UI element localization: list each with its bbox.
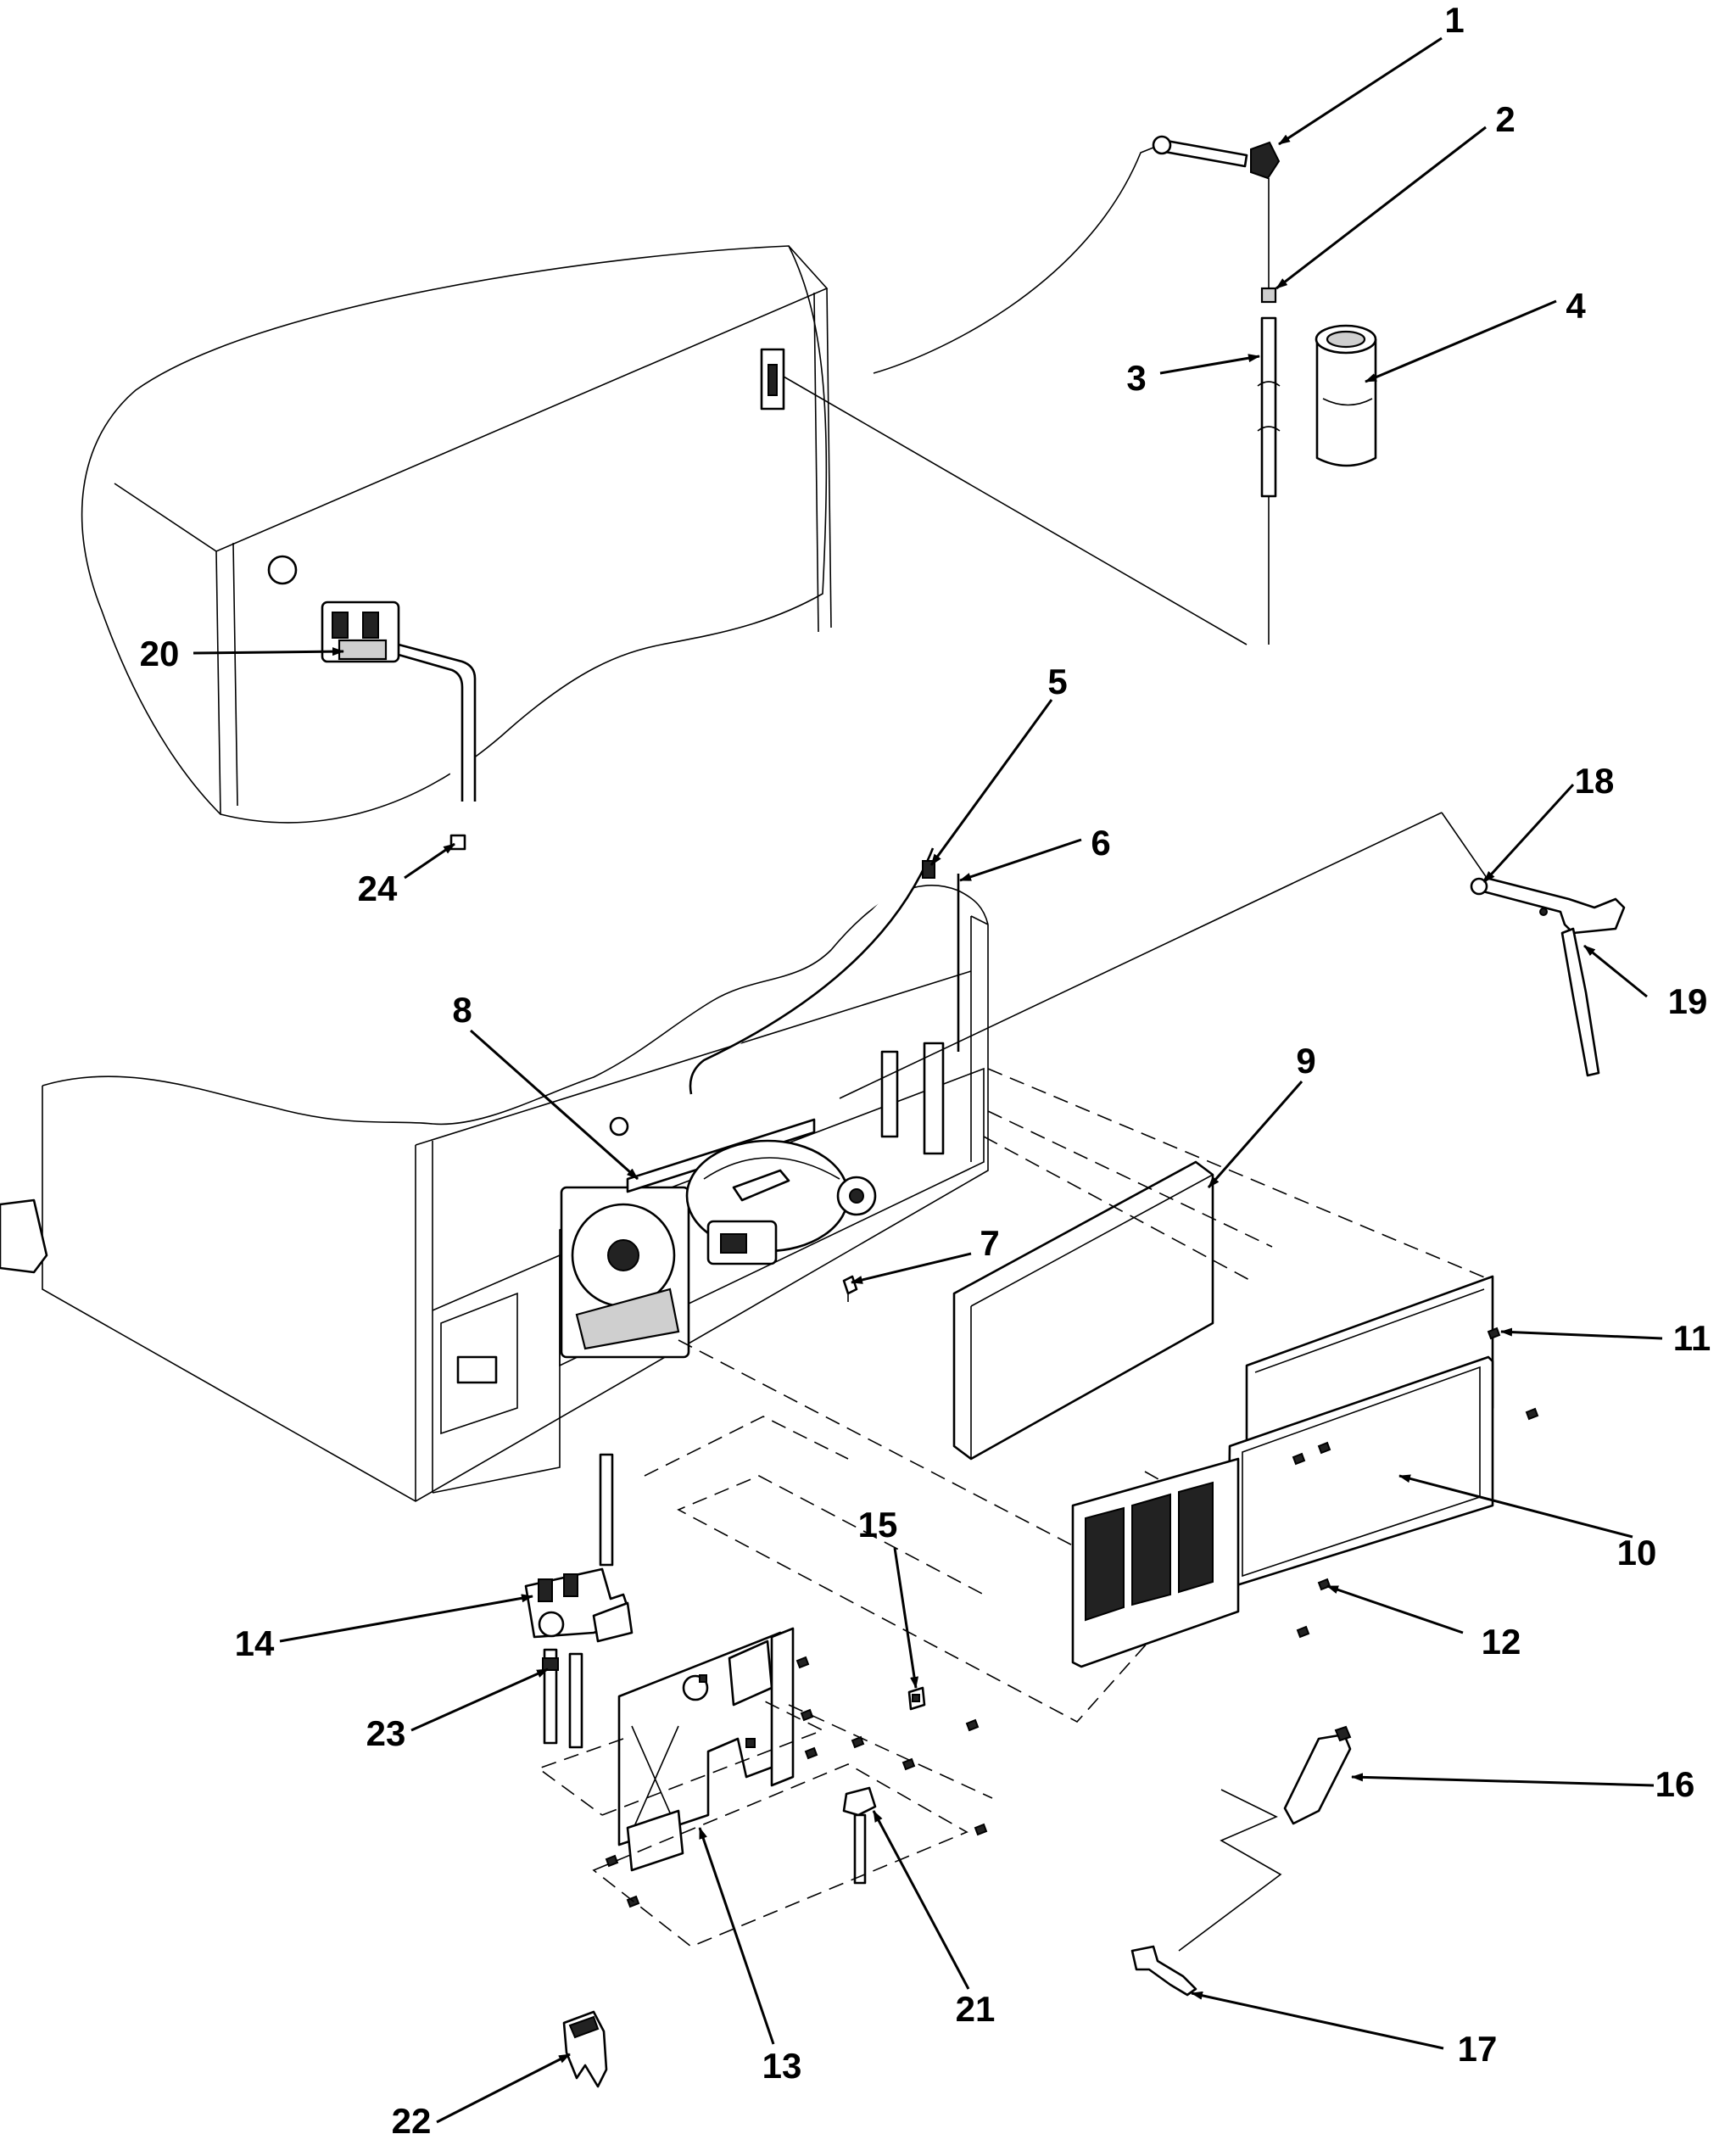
part-2-nut [1260, 287, 1277, 304]
grille [1071, 1457, 1240, 1668]
leader-15 [893, 1547, 918, 1689]
bracket-guide-lines [537, 1700, 993, 1947]
part-24-clip [449, 834, 466, 851]
fill-line-leader [873, 143, 1163, 374]
part-14-water-valve [524, 1567, 634, 1643]
leader-18 [1482, 783, 1575, 884]
part-23-tubes [542, 1648, 583, 1749]
upper-cabinet-corner-edge [215, 550, 221, 815]
upper-cabinet-cutaway-outline [81, 245, 828, 824]
callout-10: 10 [1617, 1533, 1657, 1573]
water-inlet-tube [599, 1453, 614, 1567]
callout-16: 16 [1655, 1764, 1695, 1804]
part-10-rear-panel [1226, 1275, 1494, 1588]
leader-6 [959, 838, 1082, 882]
leader-12 [1326, 1584, 1464, 1634]
leader-23 [410, 1668, 549, 1732]
leader-13 [698, 1827, 775, 2045]
callout-15: 15 [858, 1505, 898, 1545]
part-22-drain-trough [562, 2010, 608, 2088]
screws [1292, 1327, 1539, 1639]
part-18-connector [1478, 876, 1626, 935]
callout-19: 19 [1668, 981, 1708, 1021]
upper-cabinet [81, 245, 832, 824]
cabinet-hole [267, 555, 298, 585]
compressor [685, 1139, 850, 1265]
leader-19 [1583, 944, 1648, 998]
callout-14: 14 [235, 1623, 275, 1663]
callout-8: 8 [452, 990, 472, 1030]
callout-23: 23 [366, 1713, 406, 1753]
callout-12: 12 [1482, 1622, 1521, 1662]
machine-compartment [559, 1067, 985, 1367]
callout-3: 3 [1126, 358, 1146, 398]
part-21-thermostat [842, 1786, 877, 1885]
part-16-heater [1283, 1733, 1352, 1825]
part-12-screw [1317, 1578, 1331, 1591]
part-20-water-valve [321, 601, 400, 663]
callout-18: 18 [1575, 761, 1615, 801]
lower-cabinet-base-edges [42, 925, 989, 1502]
leader-1 [1278, 36, 1443, 146]
drier [880, 1050, 899, 1138]
capillary-tube [689, 847, 935, 1095]
part-1-fitting [1250, 141, 1281, 180]
callout-4: 4 [1566, 286, 1586, 326]
leader-20 [193, 647, 344, 656]
part-3-tube [1260, 316, 1277, 498]
leader-16 [1351, 1773, 1655, 1787]
leader-8 [470, 1029, 639, 1181]
leader-10 [1398, 1474, 1633, 1539]
leader-7 [851, 1252, 972, 1284]
lower-cabinet-cutaway-outline [42, 885, 989, 1126]
leader-9 [1207, 1081, 1303, 1188]
part-18-19-hose [839, 812, 1626, 1099]
leader-3 [1159, 354, 1260, 375]
leader-24 [404, 842, 455, 880]
callout-1: 1 [1444, 0, 1464, 40]
lower-cabinet [0, 847, 989, 1502]
part-19-hose [1560, 927, 1600, 1077]
callout-24: 24 [358, 869, 398, 908]
callout-17: 17 [1458, 2029, 1498, 2069]
callout-21: 21 [956, 1989, 996, 2029]
fill-tube-assembly [783, 135, 1377, 645]
callout-22: 22 [392, 2101, 432, 2134]
fill-elbow-rod [1158, 138, 1248, 168]
upper-cabinet-top-edge [114, 245, 829, 552]
part-15-clamp [907, 1686, 926, 1711]
leader-lines [193, 36, 1663, 2124]
callout-20: 20 [140, 634, 180, 673]
part-13-bracket [617, 1627, 795, 1872]
condenser-fan [560, 1186, 690, 1359]
part-9-insulation [952, 1160, 1214, 1461]
callout-9: 9 [1296, 1041, 1315, 1081]
callout-2: 2 [1495, 99, 1515, 139]
part-16-17-fill-pipe [1130, 1725, 1352, 1997]
part-7-screw [842, 1275, 858, 1302]
callout-5: 5 [1047, 662, 1067, 701]
callout-7: 7 [980, 1223, 999, 1263]
callout-6: 6 [1091, 823, 1110, 863]
part-11-screw [1487, 1327, 1501, 1340]
leader-14 [279, 1594, 533, 1643]
leader-5 [929, 699, 1053, 866]
part-4-sleeve [1315, 324, 1377, 467]
leader-17 [1191, 1991, 1444, 2050]
callout-13: 13 [762, 2046, 802, 2086]
leader-4 [1365, 299, 1557, 383]
part-17-clip [1130, 1945, 1197, 1997]
leader-22 [436, 2053, 571, 2124]
callout-11: 11 [1673, 1318, 1711, 1358]
callout-labels: 1 2 3 4 5 6 7 8 9 10 11 12 13 14 15 16 1… [140, 0, 1711, 2134]
leveling-leg [0, 1198, 48, 1274]
leader-21 [872, 1810, 970, 1990]
bracket-screws [605, 1656, 988, 1908]
leader-2 [1275, 126, 1487, 290]
leader-11 [1500, 1327, 1663, 1340]
